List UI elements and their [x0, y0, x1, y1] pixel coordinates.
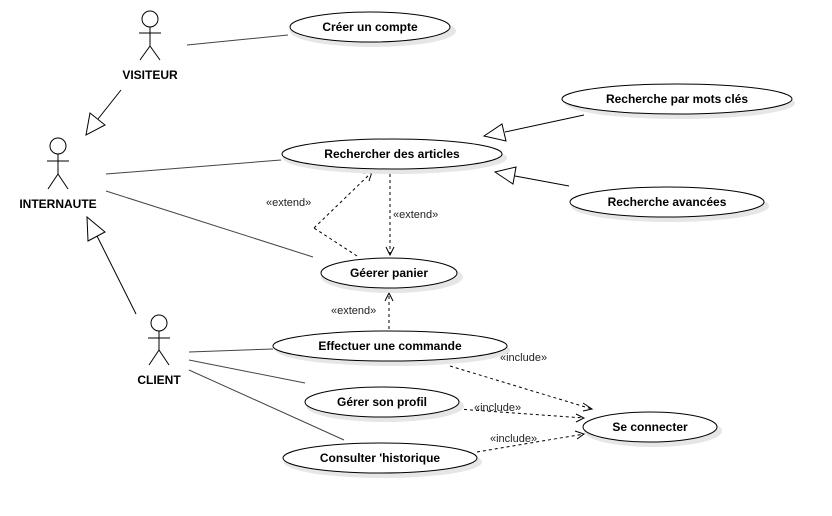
use-case-effectuer-commande: Effectuer une commande [272, 330, 510, 366]
use-case-label-gerer-profil: Gérer son profil [337, 395, 427, 409]
actor-visiteur [139, 10, 161, 61]
actor-client [148, 314, 170, 366]
use-case-gerer-panier: Géerer panier [320, 257, 463, 293]
use-case-rechercher-articles: Rechercher des articles [281, 138, 507, 174]
extend-label-1: «extend» [266, 197, 311, 209]
use-case-recherche-mots-cles: Recherche par mots clés [561, 83, 795, 119]
use-case-se-connecter: Se connecter [582, 411, 722, 447]
use-case-label-gerer-panier: Géerer panier [350, 266, 428, 280]
include-label-1: «include» [500, 352, 547, 364]
extend-label-2: «extend» [393, 209, 438, 221]
include-label-2: «include» [474, 402, 521, 414]
include-historique-connecter [476, 430, 586, 453]
association-client-profil [188, 359, 306, 384]
association-visiteur-creer-compte [186, 34, 289, 46]
use-case-label-rechercher-articles: Rechercher des articles [324, 147, 460, 161]
use-case-creer-compte: Créer un compte [289, 11, 456, 47]
extend-commande-to-panier [384, 291, 394, 329]
use-case-consulter-historique: Consulter 'historique [282, 442, 482, 478]
association-client-commande [188, 348, 274, 353]
association-internaute-panier [105, 190, 314, 258]
include-commande-connecter [449, 365, 594, 412]
use-case-gerer-profil: Gérer son profil [304, 386, 464, 422]
generalization-client-internaute [86, 215, 137, 315]
use-case-label-effectuer-commande: Effectuer une commande [318, 339, 462, 353]
extend-label-3: «extend» [331, 305, 376, 317]
use-case-recherche-avancees: Recherche avancées [569, 186, 769, 222]
include-profil-connecter [457, 408, 586, 423]
use-case-label-recherche-mots-cles: Recherche par mots clés [606, 92, 748, 106]
actor-internaute [47, 137, 69, 190]
generalization-avancees-rechercher [493, 166, 570, 187]
extend-panier-to-rechercher [313, 171, 373, 257]
actor-label-internaute: INTERNAUTE [19, 197, 96, 211]
extend-rechercher-to-panier [385, 168, 395, 257]
generalization-visiteur-internaute [85, 89, 122, 136]
actor-label-client: CLIENT [137, 373, 181, 387]
generalization-mots-cles-rechercher [482, 114, 585, 142]
use-case-label-recherche-avancees: Recherche avancées [608, 195, 727, 209]
association-client-historique [188, 369, 345, 441]
use-case-label-se-connecter: Se connecter [612, 420, 688, 434]
include-label-3: «include» [490, 433, 537, 445]
use-case-label-creer-compte: Créer un compte [322, 20, 418, 34]
use-case-label-consulter-historique: Consulter 'historique [320, 451, 441, 465]
actor-label-visiteur: VISITEUR [122, 68, 178, 82]
association-internaute-rechercher [105, 159, 282, 175]
